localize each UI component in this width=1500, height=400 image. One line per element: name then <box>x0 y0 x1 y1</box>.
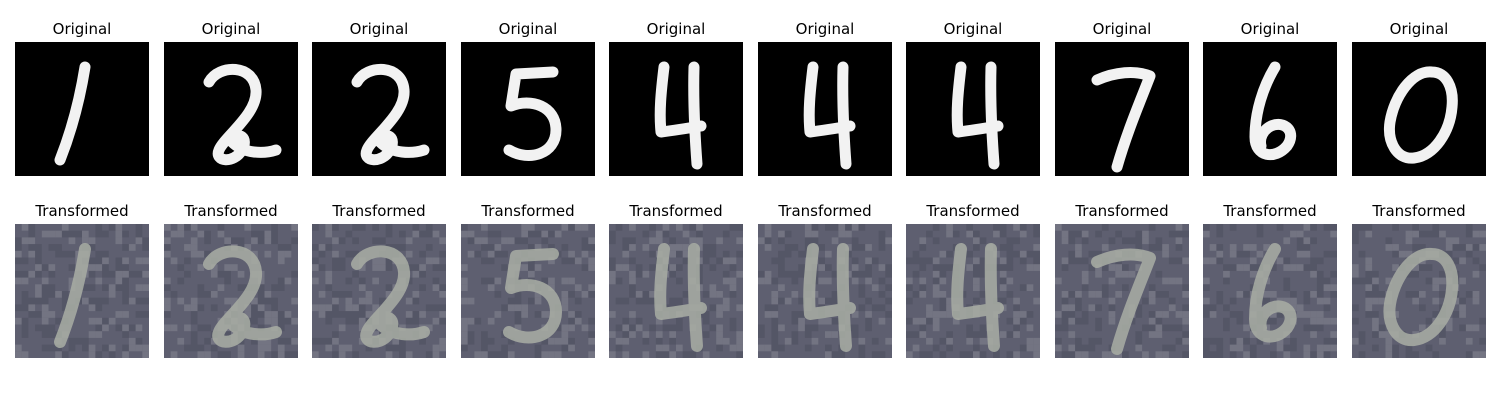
transformed-digit-image <box>1203 224 1337 358</box>
transformed-digit-image <box>312 224 446 358</box>
digit-stroke <box>203 64 282 166</box>
original-digit-image <box>758 42 892 176</box>
subplot-title: Transformed <box>629 202 723 220</box>
digit-stroke <box>503 248 562 344</box>
subplot-title: Original <box>1092 20 1152 38</box>
digit-stroke <box>1383 248 1459 347</box>
original-cell: Original <box>461 20 595 176</box>
subplot-title: Transformed <box>926 202 1020 220</box>
original-digit-image <box>15 42 149 176</box>
subplot-title: Original <box>1240 20 1300 38</box>
original-cell: Original <box>758 20 892 176</box>
subplot-title: Transformed <box>778 202 872 220</box>
subplot-title: Transformed <box>35 202 129 220</box>
digit-stroke <box>1249 61 1297 161</box>
subplot-title: Original <box>498 20 558 38</box>
digit-stroke <box>951 243 1004 352</box>
transformed-cell: Transformed <box>1352 202 1486 358</box>
transformed-digit-image <box>609 224 743 358</box>
digit-stroke <box>803 243 856 352</box>
transformed-cell: Transformed <box>1055 202 1189 358</box>
subplot-title: Original <box>1389 20 1449 38</box>
digit-stroke <box>654 61 707 170</box>
subplot-title: Transformed <box>1223 202 1317 220</box>
transformed-digit-image <box>461 224 595 358</box>
digit-stroke <box>503 66 562 161</box>
subplot-title: Original <box>52 20 112 38</box>
transformed-cell: Transformed <box>164 202 298 358</box>
original-cell: Original <box>1352 20 1486 176</box>
subplot-title: Original <box>201 20 261 38</box>
original-digit-image <box>1055 42 1189 176</box>
transformed-digit-image <box>1055 224 1189 358</box>
noise-texture <box>461 224 595 358</box>
original-cell: Original <box>609 20 743 176</box>
transformed-digit-image <box>164 224 298 358</box>
digit-stroke <box>1249 243 1297 343</box>
digit-stroke <box>654 243 707 352</box>
image-background <box>906 42 1040 176</box>
subplot-title: Transformed <box>481 202 575 220</box>
original-cell: Original <box>312 20 446 176</box>
original-digit-image <box>906 42 1040 176</box>
subplot-title: Original <box>349 20 409 38</box>
original-digit-image <box>609 42 743 176</box>
subplot-title: Original <box>795 20 855 38</box>
image-background <box>906 224 1040 358</box>
transformed-digit-image <box>15 224 149 358</box>
digit-stroke <box>351 245 430 348</box>
digit-stroke <box>803 61 856 170</box>
transformed-digit-image <box>1352 224 1486 358</box>
original-cell: Original <box>1055 20 1189 176</box>
subplot-title: Original <box>943 20 1003 38</box>
subplot-title: Original <box>646 20 706 38</box>
digit-stroke <box>203 245 282 348</box>
digit-stroke <box>54 243 91 348</box>
image-background <box>758 224 892 358</box>
transformed-digit-image <box>758 224 892 358</box>
original-digit-image <box>164 42 298 176</box>
original-cell: Original <box>15 20 149 176</box>
image-background <box>609 224 743 358</box>
transformed-cell: Transformed <box>461 202 595 358</box>
subplot-title: Transformed <box>184 202 278 220</box>
subplot-title: Transformed <box>332 202 426 220</box>
transformed-cell: Transformed <box>906 202 1040 358</box>
original-cell: Original <box>164 20 298 176</box>
transformed-cell: Transformed <box>15 202 149 358</box>
subplot-title: Transformed <box>1372 202 1466 220</box>
digit-stroke <box>1091 67 1156 173</box>
image-background <box>609 42 743 176</box>
original-cell: Original <box>906 20 1040 176</box>
digit-stroke <box>951 61 1004 170</box>
original-digit-image <box>461 42 595 176</box>
original-digit-image <box>1203 42 1337 176</box>
subplot-title: Transformed <box>1075 202 1169 220</box>
original-digit-image <box>1352 42 1486 176</box>
image-background <box>758 42 892 176</box>
original-cell: Original <box>1203 20 1337 176</box>
transformed-cell: Transformed <box>609 202 743 358</box>
original-digit-image <box>312 42 446 176</box>
transformed-digit-image <box>906 224 1040 358</box>
digit-stroke <box>1383 66 1458 164</box>
transformed-cell: Transformed <box>1203 202 1337 358</box>
digit-stroke <box>351 64 430 166</box>
digit-stroke <box>1091 248 1156 355</box>
digit-stroke <box>54 61 91 166</box>
transformed-cell: Transformed <box>312 202 446 358</box>
transformed-cell: Transformed <box>758 202 892 358</box>
